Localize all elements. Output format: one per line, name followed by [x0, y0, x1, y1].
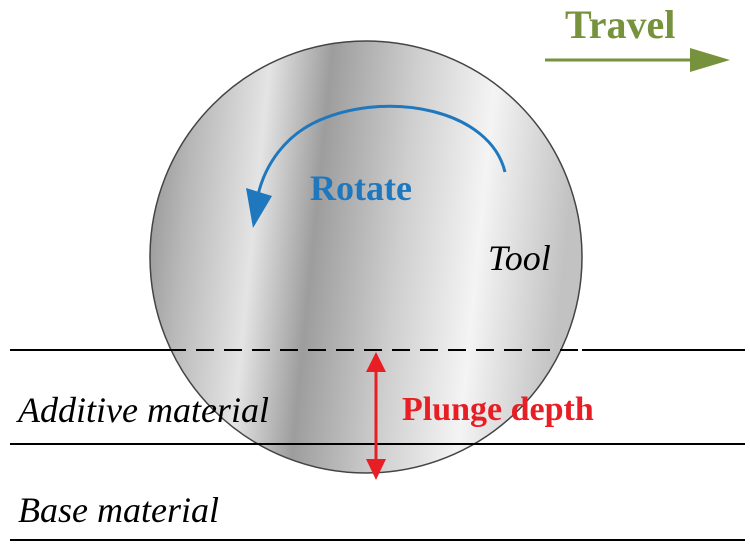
plunge-arrow-bottom-head: [366, 459, 386, 480]
base-material-label: Base material: [18, 490, 219, 530]
counterclockwise-arrow-icon: [256, 104, 507, 196]
travel-label: Travel: [565, 2, 675, 47]
tool-label: Tool: [488, 238, 551, 278]
additive-material-label: Additive material: [16, 390, 269, 430]
rotate-label: Rotate: [310, 168, 412, 208]
double-headed-vertical-arrow-icon: [366, 352, 386, 372]
rotate-arrow-head: [246, 188, 272, 228]
tool-circle: [149, 40, 583, 474]
right-arrow-icon: [690, 48, 730, 72]
plunge-depth-label: Plunge depth: [402, 391, 594, 428]
